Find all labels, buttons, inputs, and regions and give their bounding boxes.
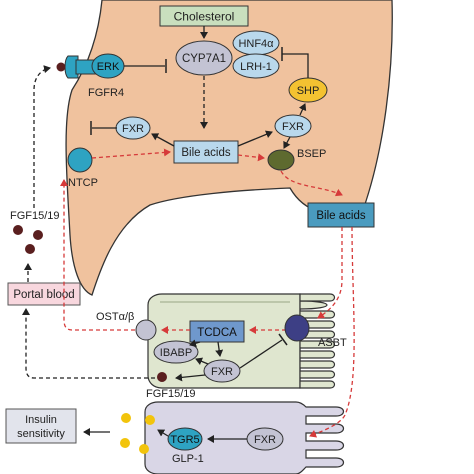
fgf15-19-top-label: FGF15/19 [10,210,60,222]
fxr-hepatocyte-left-label: FXR [122,123,144,135]
fgf-particle [25,244,35,254]
arrow-tcdca-to-fxr [215,341,224,357]
osta-b-label: OSTα/β [96,311,134,323]
lrh1-node [232,53,280,79]
arrow-bile-to-fxr-left [151,133,175,147]
ibabp-label: IBABP [160,347,192,359]
red-arrow-ntcp-to-bile-acids [91,148,171,159]
fgf-bound-particle [56,62,66,72]
glp1-particle [120,438,130,448]
dashed-arrow-fgf-to-fgfr4 [33,65,51,208]
fxr-hepatocyte-right-label: FXR [282,121,304,133]
fxr-lcell-label: FXR [254,434,276,446]
insulin-sensitivity-box [5,408,77,444]
ntcp-transporter [67,147,93,173]
dashed-arrow-fgf-to-portal [22,308,155,379]
fgfr4-label: FGFR4 [88,87,124,99]
asbt-label: ASBT [318,337,347,349]
bile-acids-duct-label: Bile acids [316,210,365,222]
arrow-tcdca-to-ibabp [189,339,201,348]
arrow-fxr-to-shp [298,103,307,116]
bsep-transporter [267,149,295,171]
cyp7a1-node [175,40,233,76]
l-cell [144,401,345,474]
hnf4a-label: HNF4α [238,38,274,50]
tgr5-node [167,427,203,451]
insulin-label-line2: sensitivity [17,428,65,440]
fgf-particle-enterocyte [157,372,167,382]
arrow-bile-to-fxr-right [237,130,273,147]
ibabp-node [153,340,199,364]
fxr-enterocyte-label: FXR [211,366,233,378]
inhibit-shp-to-lrh1 [282,53,309,78]
fxr-enterocyte-node [203,359,241,383]
lrh1-label: LRH-1 [240,61,272,73]
arrow-tgr5-to-glp1 [157,429,169,437]
glp1-particle [121,413,131,423]
bile-acids-hepatocyte-box [173,140,239,164]
osta-b-transporter [135,319,157,341]
fgf-particle [13,225,23,235]
bsep-label: BSEP [297,148,326,160]
portal-blood-label: Portal blood [13,289,74,301]
tcdca-label: TCDCA [197,327,237,339]
tcdca-box [189,320,245,343]
fgf15-19-bottom-label: FGF15/19 [146,388,196,400]
glp1-particle [139,444,149,454]
arrow-fxr-to-bsep [283,136,291,149]
red-arrow-bsep-to-duct [280,170,343,197]
fgfr4-receptor [64,55,79,79]
enterocyte-brush-border [299,293,336,389]
tgr5-label: TGR5 [170,434,199,446]
cyp7a1-label: CYP7A1 [182,53,226,65]
arrow-fxr-to-fgf [175,373,206,382]
red-arrow-duct-to-lcell [309,226,355,438]
erk-label: ERK [97,61,120,73]
inhibit-fxr-to-asbt [239,339,283,369]
glp1-label: GLP-1 [172,453,204,465]
arrow-fxr-to-ibabp [195,357,209,365]
red-arrow-bile-acids-to-bsep [237,153,265,162]
red-arrow-osta-b-to-ntcp [60,179,135,331]
asbt-transporter [284,314,310,342]
ntcp-label: NTCP [68,177,98,189]
fxr-hepatocyte-right [274,114,312,138]
bile-acids-hepatocyte-label: Bile acids [181,147,230,159]
bile-acids-duct-box [307,202,375,228]
cholesterol-label: Cholesterol [174,10,235,24]
portal-blood-box [7,282,81,306]
fgf-particle [33,230,43,240]
insulin-label-line1: Insulin [25,414,57,426]
glp1-particle [145,415,155,425]
shp-label: SHP [297,85,320,97]
